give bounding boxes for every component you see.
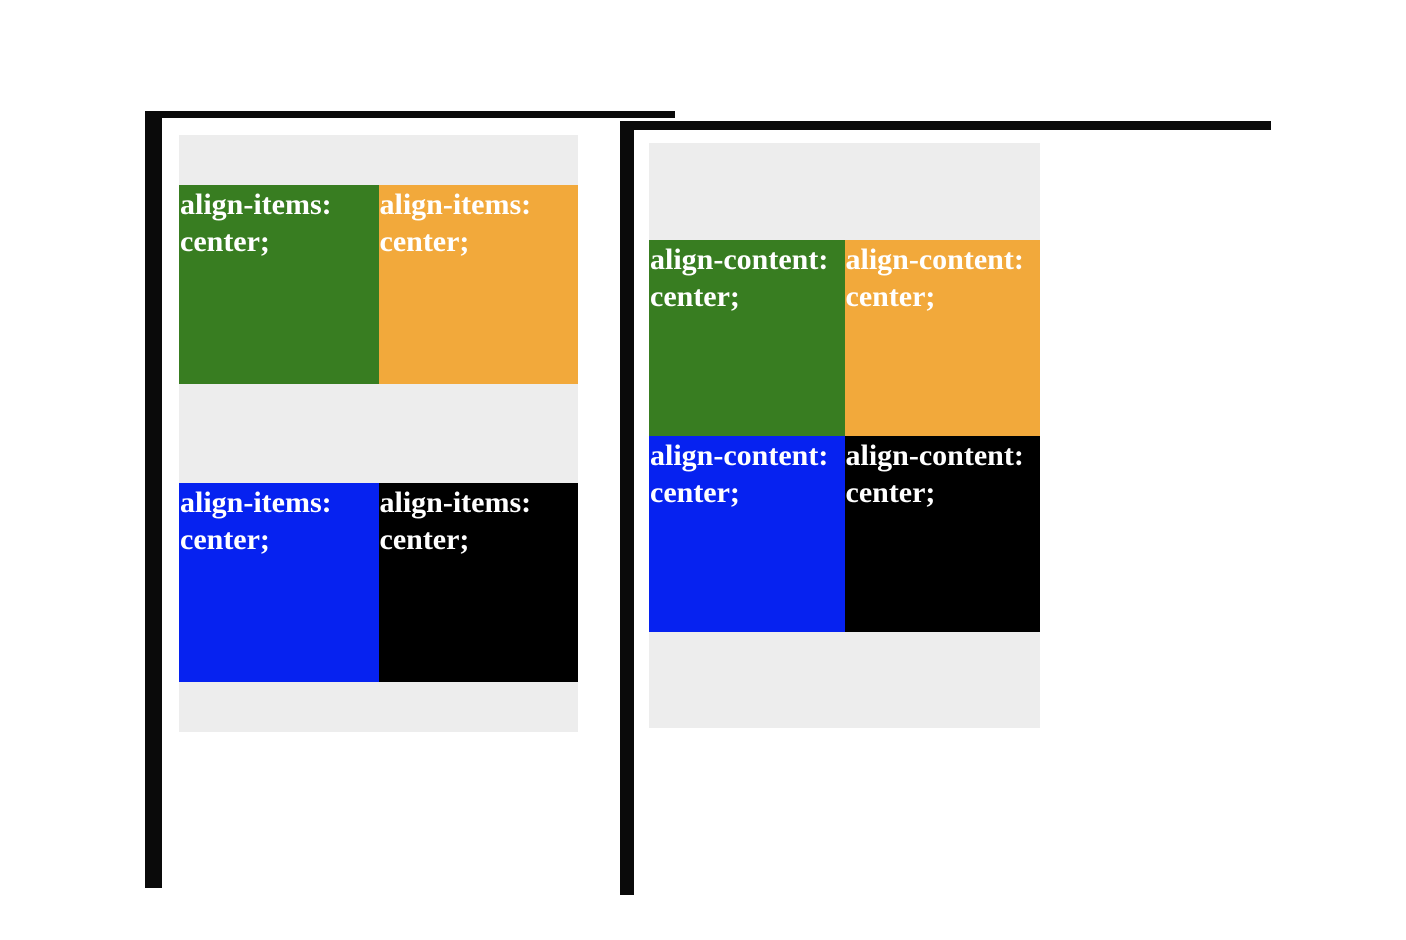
flex-item-blue: align-items: center; <box>179 483 379 683</box>
window-top-border <box>145 111 675 118</box>
window-left-border <box>145 111 162 888</box>
flex-item-label: align-items: center; <box>379 486 532 557</box>
flex-item-orange: align-content: center; <box>844 239 1040 436</box>
flex-item-orange: align-items: center; <box>378 184 578 384</box>
flex-item-blue: align-content: center; <box>649 435 845 632</box>
flex-item-green: align-items: center; <box>179 184 379 384</box>
flex-item-label: align-items: center; <box>180 486 332 557</box>
flex-item-black: align-items: center; <box>378 483 578 683</box>
flex-item-green: align-content: center; <box>649 239 845 436</box>
window-top-border <box>620 121 1271 130</box>
flex-item-label: align-content: center; <box>845 438 1024 509</box>
flex-item-label: align-content: center; <box>650 242 829 313</box>
flex-container-align-items: align-items: center; align-items: center… <box>179 135 578 732</box>
flex-item-label: align-content: center; <box>650 438 829 509</box>
window-left-border <box>620 121 634 895</box>
flex-item-label: align-items: center; <box>180 187 332 258</box>
flex-container-align-content: align-content: center; align-content: ce… <box>649 143 1040 728</box>
flex-item-label: align-items: center; <box>379 187 532 258</box>
flex-item-black: align-content: center; <box>844 435 1040 632</box>
flex-item-label: align-content: center; <box>845 242 1024 313</box>
